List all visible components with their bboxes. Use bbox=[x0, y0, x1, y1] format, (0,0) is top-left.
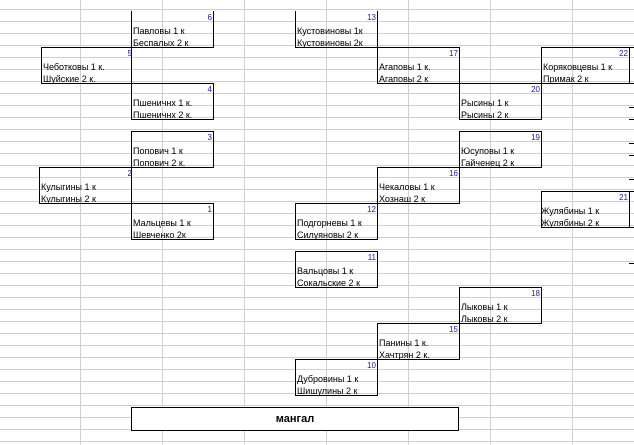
match-number: 1 bbox=[207, 205, 212, 214]
team-line-1[interactable]: Рысины 1 к bbox=[461, 98, 509, 108]
match-number: 16 bbox=[449, 169, 458, 178]
mangal-cell[interactable]: мангал bbox=[131, 407, 459, 431]
team-line-2[interactable]: Агаповы 2 к bbox=[379, 74, 429, 84]
match-number: 21 bbox=[619, 193, 628, 202]
team-line-1[interactable]: Кустовиновы 1к bbox=[297, 26, 363, 36]
team-line-1[interactable]: Мальцевы 1 к bbox=[133, 218, 191, 228]
team-line-2[interactable]: Шевченко 2к bbox=[133, 230, 186, 240]
team-line-1[interactable]: Жулябины 1 к bbox=[541, 206, 600, 216]
match-number: 22 bbox=[619, 49, 628, 58]
cell-border bbox=[629, 155, 634, 156]
match-number: 5 bbox=[127, 49, 132, 58]
team-line-2[interactable]: Шишулины 2 к bbox=[297, 386, 358, 396]
match-number: 3 bbox=[207, 133, 212, 142]
team-line-1[interactable]: Пшеничнх 1 к. bbox=[133, 98, 193, 108]
match-number: 20 bbox=[531, 85, 540, 94]
team-line-2[interactable]: Силуяновы 2 к bbox=[297, 230, 359, 240]
match-number: 12 bbox=[367, 205, 376, 214]
team-line-2[interactable]: Примак 2 к bbox=[543, 74, 589, 84]
team-line-1[interactable]: Подгорневы 1 к bbox=[297, 218, 362, 228]
match-number: 4 bbox=[207, 85, 212, 94]
match-number: 10 bbox=[367, 361, 376, 370]
team-line-2[interactable]: Попович 2 к. bbox=[133, 158, 186, 168]
team-line-1[interactable]: Юсуповы 1 к bbox=[461, 146, 515, 156]
team-line-1[interactable]: Чекаловы 1 к bbox=[379, 182, 435, 192]
team-line-2[interactable]: Хачтрян 2 к. bbox=[379, 350, 430, 360]
team-line-2[interactable]: Кулыгины 2 к bbox=[41, 194, 96, 204]
team-line-1[interactable]: Панины 1 к. bbox=[379, 338, 429, 348]
match-number: 2 bbox=[127, 169, 132, 178]
cell-border bbox=[629, 107, 634, 108]
match-number: 19 bbox=[531, 133, 540, 142]
team-line-1[interactable]: Чеботковы 1 к. bbox=[43, 62, 105, 72]
team-line-1[interactable]: Павловы 1 к bbox=[133, 26, 185, 36]
team-line-2[interactable]: Гайченец 2 к bbox=[461, 158, 515, 168]
team-line-2[interactable]: Кустовиновы 2к bbox=[297, 38, 363, 48]
team-line-1[interactable]: Вальцовы 1 к bbox=[297, 266, 354, 276]
team-line-2[interactable]: Рысины 2 к bbox=[461, 110, 509, 120]
team-line-1[interactable]: Агаповы 1 к. bbox=[379, 62, 431, 72]
match-number: 11 bbox=[367, 253, 376, 262]
match-number: 18 bbox=[531, 289, 540, 298]
team-line-1[interactable]: Кулыгины 1 к bbox=[41, 182, 96, 192]
team-line-2[interactable]: Пшеничнх 2 к. bbox=[133, 110, 193, 120]
team-line-2[interactable]: Лыковы 2 к bbox=[461, 314, 508, 324]
match-number: 13 bbox=[367, 13, 376, 22]
cell-border bbox=[629, 119, 634, 120]
team-line-2[interactable]: Сокальские 2 к bbox=[297, 278, 360, 288]
match-number: 6 bbox=[207, 13, 212, 22]
team-line-1[interactable]: Дубровины 1 к bbox=[297, 374, 359, 384]
match-number: 15 bbox=[449, 325, 458, 334]
team-line-2[interactable]: Беспалых 2 к bbox=[133, 38, 189, 48]
team-line-2[interactable]: Хознаш 2 к bbox=[379, 194, 426, 204]
team-line-1[interactable]: Коряковцевы 1 к bbox=[543, 62, 613, 72]
cell-border bbox=[629, 143, 634, 144]
team-line-2[interactable]: Жулябины 2 к bbox=[541, 218, 600, 228]
team-line-1[interactable]: Попович 1 к bbox=[133, 146, 183, 156]
cell-border bbox=[629, 263, 634, 264]
team-line-2[interactable]: Шуйские 2 к. bbox=[43, 74, 96, 84]
match-number: 17 bbox=[449, 49, 458, 58]
team-line-1[interactable]: Лыковы 1 к bbox=[461, 302, 508, 312]
cell-border bbox=[629, 179, 634, 180]
